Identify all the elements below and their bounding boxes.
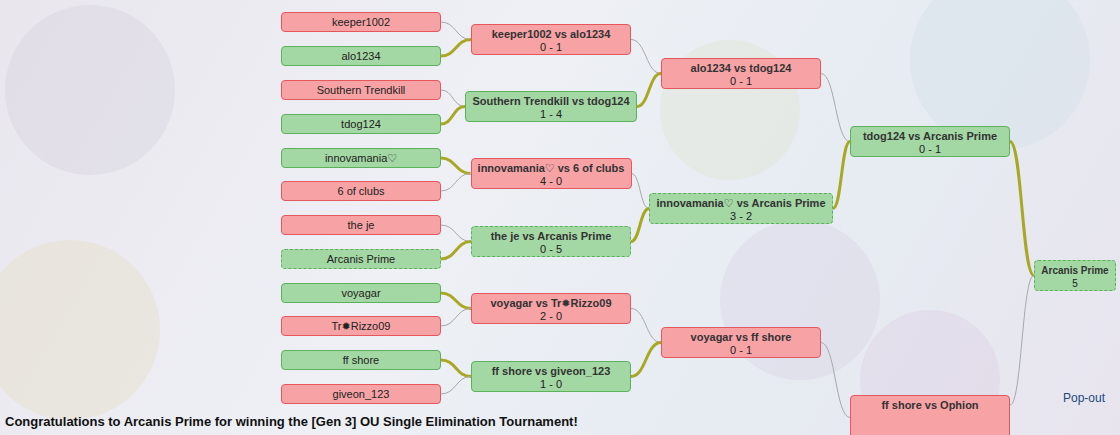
- player-box: innovamania♡: [281, 148, 441, 168]
- match-title: Arcanis Prime: [1041, 264, 1109, 277]
- bracket-connector: [637, 74, 661, 107]
- match-box: Arcanis Prime5: [1034, 260, 1116, 291]
- player-box: giveon_123: [281, 384, 441, 404]
- bracket-connector: [441, 309, 471, 327]
- match-score: 3 - 2: [656, 210, 826, 223]
- bracket-connector: [441, 174, 471, 192]
- bracket-connector: [441, 107, 465, 125]
- match-title: ff shore vs giveon_123: [478, 365, 624, 378]
- bracket-connector: [631, 40, 661, 74]
- match-title: innovamania♡ vs 6 of clubs: [478, 162, 625, 175]
- player-name: Southern Trendkill: [317, 84, 406, 96]
- player-box: the je: [281, 215, 441, 235]
- bracket-connector: [441, 293, 471, 309]
- player-name: innovamania♡: [325, 152, 397, 165]
- match-score: 0 - 1: [478, 41, 624, 54]
- player-box: Southern Trendkill: [281, 80, 441, 100]
- player-name: voyagar: [341, 287, 380, 299]
- bracket-connector: [441, 360, 471, 377]
- player-box: Tr✹Rizzo09: [281, 316, 441, 336]
- player-name: alo1234: [341, 50, 380, 62]
- bracket-connector: [631, 209, 649, 242]
- match-score: 2 - 0: [478, 310, 624, 323]
- popout-link: Pop-out: [1063, 391, 1105, 405]
- match-box: voyagar vs Tr✹Rizzo092 - 0: [471, 293, 631, 324]
- match-score: 0 - 1: [857, 143, 1003, 156]
- bracket-connector: [1010, 142, 1034, 276]
- bracket-connector: [821, 74, 850, 142]
- match-score: 0 - 5: [478, 243, 624, 256]
- player-name: 6 of clubs: [337, 185, 384, 197]
- player-name: Tr✹Rizzo09: [332, 320, 391, 333]
- match-box: innovamania♡ vs 6 of clubs4 - 0: [471, 158, 632, 189]
- player-name: ff shore: [343, 354, 380, 366]
- player-name: tdog124: [341, 118, 381, 130]
- match-score: 1 - 4: [472, 108, 630, 121]
- player-name: Arcanis Prime: [327, 253, 395, 265]
- caption: Congratulations to Arcanis Prime for win…: [5, 414, 578, 429]
- player-box: voyagar: [281, 283, 441, 303]
- bracket-connector: [441, 242, 471, 260]
- match-box: Southern Trendkill vs tdog1241 - 4: [465, 91, 637, 122]
- bracket-connector: [821, 343, 850, 418]
- bracket-connector: [441, 40, 471, 57]
- match-score: 0 - 1: [668, 75, 814, 88]
- player-box: tdog124: [281, 114, 441, 134]
- match-box: innovamania♡ vs Arcanis Prime3 - 2: [649, 193, 833, 224]
- match-box: ff shore vs Ophion: [850, 395, 1010, 435]
- match-title: innovamania♡ vs Arcanis Prime: [656, 197, 826, 210]
- bracket-connector: [632, 174, 650, 209]
- match-box: the je vs Arcanis Prime0 - 5: [471, 226, 631, 257]
- match-title: Southern Trendkill vs tdog124: [472, 95, 630, 108]
- match-title: keeper1002 vs alo1234: [478, 28, 624, 41]
- bracket-connector: [631, 343, 661, 377]
- match-box: voyagar vs ff shore0 - 1: [661, 327, 821, 358]
- player-box: Arcanis Prime: [281, 249, 441, 269]
- bracket-connector: [441, 90, 465, 107]
- match-title: voyagar vs ff shore: [668, 331, 814, 344]
- player-name: the je: [348, 219, 375, 231]
- bracket-connector: [631, 309, 661, 343]
- match-box: alo1234 vs tdog1240 - 1: [661, 58, 821, 89]
- match-box: keeper1002 vs alo12340 - 1: [471, 24, 631, 55]
- player-name: giveon_123: [333, 388, 390, 400]
- bracket-connector: [1010, 276, 1034, 406]
- bracket-connector: [441, 158, 471, 174]
- match-title: ff shore vs Ophion: [857, 399, 1003, 412]
- match-box: ff shore vs giveon_1231 - 0: [471, 361, 631, 392]
- match-box: tdog124 vs Arcanis Prime0 - 1: [850, 126, 1010, 157]
- player-box: alo1234: [281, 46, 441, 66]
- bracket-connector: [441, 225, 471, 242]
- player-name: keeper1002: [332, 16, 390, 28]
- match-score: 5: [1041, 277, 1109, 290]
- match-score: 1 - 0: [478, 378, 624, 391]
- match-title: alo1234 vs tdog124: [668, 62, 814, 75]
- bracket-connector: [833, 142, 850, 209]
- match-score: 0 - 1: [668, 344, 814, 357]
- player-box: 6 of clubs: [281, 181, 441, 201]
- bracket-connector: [441, 377, 471, 395]
- player-box: ff shore: [281, 350, 441, 370]
- match-title: tdog124 vs Arcanis Prime: [857, 130, 1003, 143]
- match-title: voyagar vs Tr✹Rizzo09: [478, 297, 624, 310]
- match-score: 4 - 0: [478, 175, 625, 188]
- player-box: keeper1002: [281, 12, 441, 32]
- match-title: the je vs Arcanis Prime: [478, 230, 624, 243]
- bracket-connector: [441, 22, 471, 40]
